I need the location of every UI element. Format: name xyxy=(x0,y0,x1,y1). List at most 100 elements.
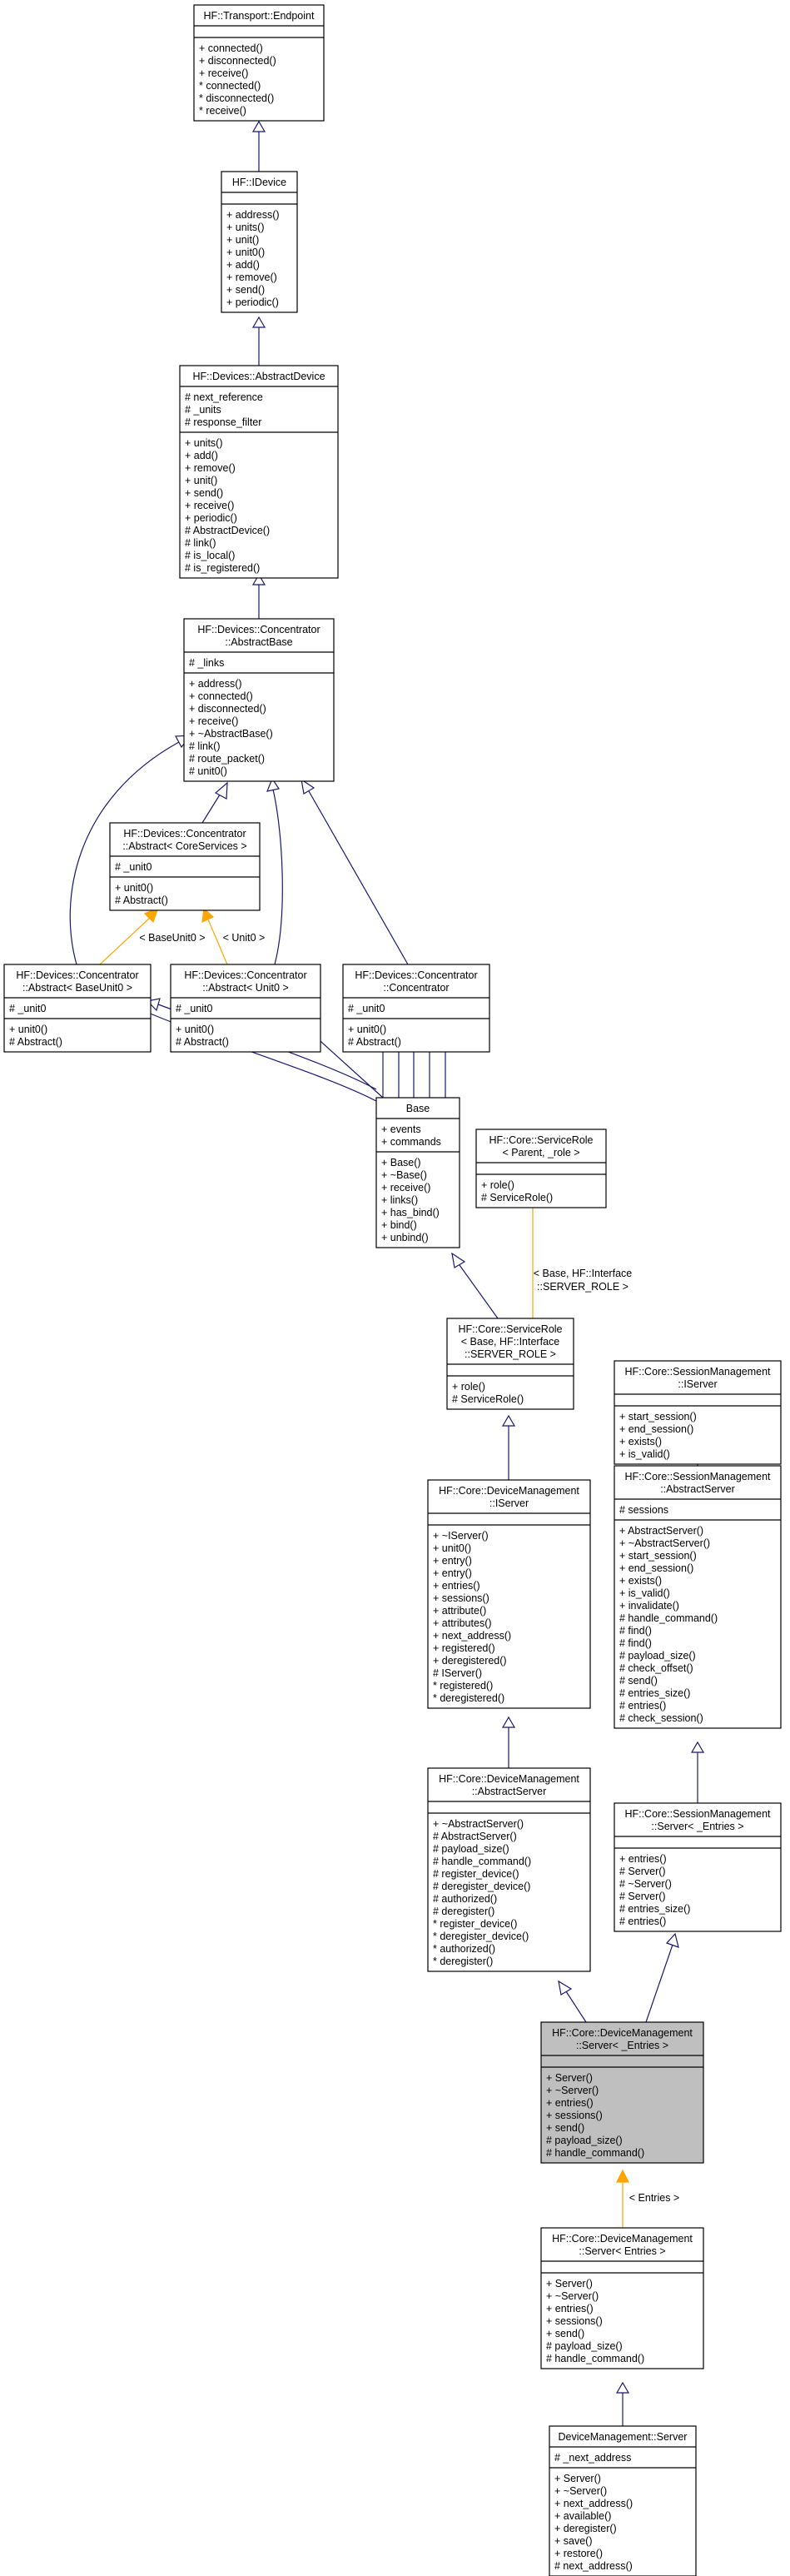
class-method: + connected() xyxy=(199,42,263,54)
class-method: + disconnected() xyxy=(189,703,266,715)
class-method: # Server() xyxy=(619,1866,666,1877)
arrow-dmabs xyxy=(558,1980,573,1996)
nodes-layer: HF::Transport::Endpoint+ connected()+ di… xyxy=(3,4,782,2576)
class-method: + role() xyxy=(481,1179,514,1191)
class-box xyxy=(614,1802,782,1932)
edge-absbu0-abscore-template xyxy=(99,917,151,965)
edge-label-server-role-1: < Base, HF::Interface xyxy=(534,1268,633,1279)
class-method: * deregister() xyxy=(433,1956,493,1967)
class-method: + attributes() xyxy=(433,1617,492,1629)
class-method: # payload_size() xyxy=(433,1843,509,1855)
class-box xyxy=(614,1360,782,1465)
class-devserver[interactable]: DeviceManagement::Server# _next_address+… xyxy=(549,2425,697,2576)
class-method: + send() xyxy=(546,2122,584,2134)
class-method: + ~Server() xyxy=(546,2085,599,2096)
class-method: + entry() xyxy=(433,1567,472,1579)
class-attribute: + events xyxy=(381,1124,421,1135)
class-method: # handle_command() xyxy=(619,1612,718,1624)
class-method: + unbind() xyxy=(381,1232,429,1243)
class-abscore[interactable]: HF::Devices::Concentrator::Abstract< Cor… xyxy=(109,822,261,911)
class-box xyxy=(427,1479,591,1709)
class-srbase[interactable]: HF::Core::ServiceRole< Base, HF::Interfa… xyxy=(446,1318,574,1410)
edge-absu0-abscore-template xyxy=(207,919,228,965)
class-box xyxy=(540,2021,704,2164)
class-title: ::Abstract< Unit0 > xyxy=(202,982,289,994)
class-absdevice[interactable]: HF::Devices::AbstractDevice# next_refere… xyxy=(179,365,339,579)
class-conc[interactable]: HF::Devices::Concentrator::Concentrator#… xyxy=(342,964,490,1053)
edge-label-baseunit0: < BaseUnit0 > xyxy=(139,932,205,944)
arrow-dmiserver xyxy=(501,1716,516,1728)
class-method: * connected() xyxy=(199,80,261,92)
class-method: # entries() xyxy=(619,1916,666,1927)
class-method: # find() xyxy=(619,1625,652,1637)
class-idevice[interactable]: HF::IDevice+ address()+ units()+ unit()+… xyxy=(221,171,298,313)
class-method: + send() xyxy=(226,284,265,296)
class-smserver[interactable]: HF::Core::SessionManagement::Server< _En… xyxy=(614,1802,782,1932)
class-box xyxy=(614,1465,782,1729)
class-absu0[interactable]: HF::Devices::Concentrator::Abstract< Uni… xyxy=(170,964,321,1053)
class-method: + next_address() xyxy=(433,1630,511,1642)
class-title: DeviceManagement::Server xyxy=(559,2431,688,2443)
class-smabs[interactable]: HF::Core::SessionManagement::AbstractSer… xyxy=(614,1465,782,1729)
class-method: + Server() xyxy=(546,2278,593,2290)
arrow-endpoint xyxy=(251,120,266,132)
class-method: + role() xyxy=(452,1381,485,1393)
class-method: + unit0() xyxy=(176,1024,214,1035)
class-smiserver[interactable]: HF::Core::SessionManagement::IServer+ st… xyxy=(614,1360,782,1465)
class-method: # send() xyxy=(619,1675,658,1687)
class-dmabs[interactable]: HF::Core::DeviceManagement::AbstractServ… xyxy=(427,1767,591,1972)
class-title: HF::Core::SessionManagement xyxy=(624,1471,771,1482)
class-method: # handle_command() xyxy=(546,2353,644,2364)
class-absbase[interactable]: HF::Devices::Concentrator::AbstractBase#… xyxy=(183,618,335,782)
class-title: ::AbstractServer xyxy=(472,1786,547,1797)
class-method: + next_address() xyxy=(554,2498,633,2509)
edge-srbase-base xyxy=(459,1264,499,1319)
class-absbu0[interactable]: HF::Devices::Concentrator::Abstract< Bas… xyxy=(3,964,152,1053)
class-method: + bind() xyxy=(381,1219,417,1231)
class-method: + ~AbstractServer() xyxy=(433,1818,524,1830)
arrow-absdevice xyxy=(251,573,266,585)
class-dmtpl[interactable]: HF::Core::DeviceManagement::Server< _Ent… xyxy=(540,2021,704,2164)
class-method: + Server() xyxy=(554,2473,601,2484)
class-attribute: # _unit0 xyxy=(348,1003,385,1014)
class-box xyxy=(183,618,335,782)
class-method: + attribute() xyxy=(433,1605,486,1617)
class-method: + unit0() xyxy=(348,1024,386,1035)
class-title: ::AbstractServer xyxy=(660,1483,735,1495)
class-method: + units() xyxy=(185,437,223,449)
class-method: + entries() xyxy=(433,1580,480,1592)
class-box xyxy=(221,171,298,313)
class-base[interactable]: Base+ events+ commands+ Base()+ ~Base()+… xyxy=(375,1097,460,1248)
class-method: + remove() xyxy=(185,462,236,474)
class-method: # route_packet() xyxy=(189,753,265,765)
class-title: ::Server< Entries > xyxy=(579,2245,665,2257)
class-title: HF::Core::DeviceManagement xyxy=(552,2027,693,2039)
class-method: + ~Base() xyxy=(381,1169,427,1181)
class-box xyxy=(170,964,321,1053)
class-method: + entries() xyxy=(619,1853,667,1865)
class-method: + unit0() xyxy=(226,247,265,258)
class-box xyxy=(540,2227,704,2369)
class-method: + end_session() xyxy=(619,1423,693,1435)
arrow-abscore-from-absu0 xyxy=(201,907,215,923)
class-method: * register_device() xyxy=(433,1918,517,1930)
class-srtpl[interactable]: HF::Core::ServiceRole< Parent, _role >+ … xyxy=(475,1129,607,1208)
class-method: # payload_size() xyxy=(619,1650,696,1662)
class-dmentries[interactable]: HF::Core::DeviceManagement::Server< Entr… xyxy=(540,2227,704,2369)
class-method: + entry() xyxy=(433,1555,472,1567)
class-title: ::Server< _Entries > xyxy=(576,2040,668,2051)
class-method: # handle_command() xyxy=(546,2147,644,2159)
class-title: ::Abstract< CoreServices > xyxy=(122,840,246,852)
class-attribute: # _links xyxy=(189,657,224,669)
class-title: ::IServer xyxy=(678,1378,717,1390)
class-attribute: # _units xyxy=(185,404,221,416)
class-dmiserver[interactable]: HF::Core::DeviceManagement::IServer+ ~IS… xyxy=(427,1479,591,1709)
class-method: + exists() xyxy=(619,1575,662,1587)
class-method: # Abstract() xyxy=(115,894,168,906)
class-title: HF::Devices::Concentrator xyxy=(355,969,477,981)
class-method: # Server() xyxy=(619,1891,666,1902)
class-title: ::Abstract< BaseUnit0 > xyxy=(22,982,132,994)
class-title: ::Concentrator xyxy=(383,982,449,994)
class-endpoint[interactable]: HF::Transport::Endpoint+ connected()+ di… xyxy=(193,4,325,122)
class-method: + address() xyxy=(189,678,242,690)
